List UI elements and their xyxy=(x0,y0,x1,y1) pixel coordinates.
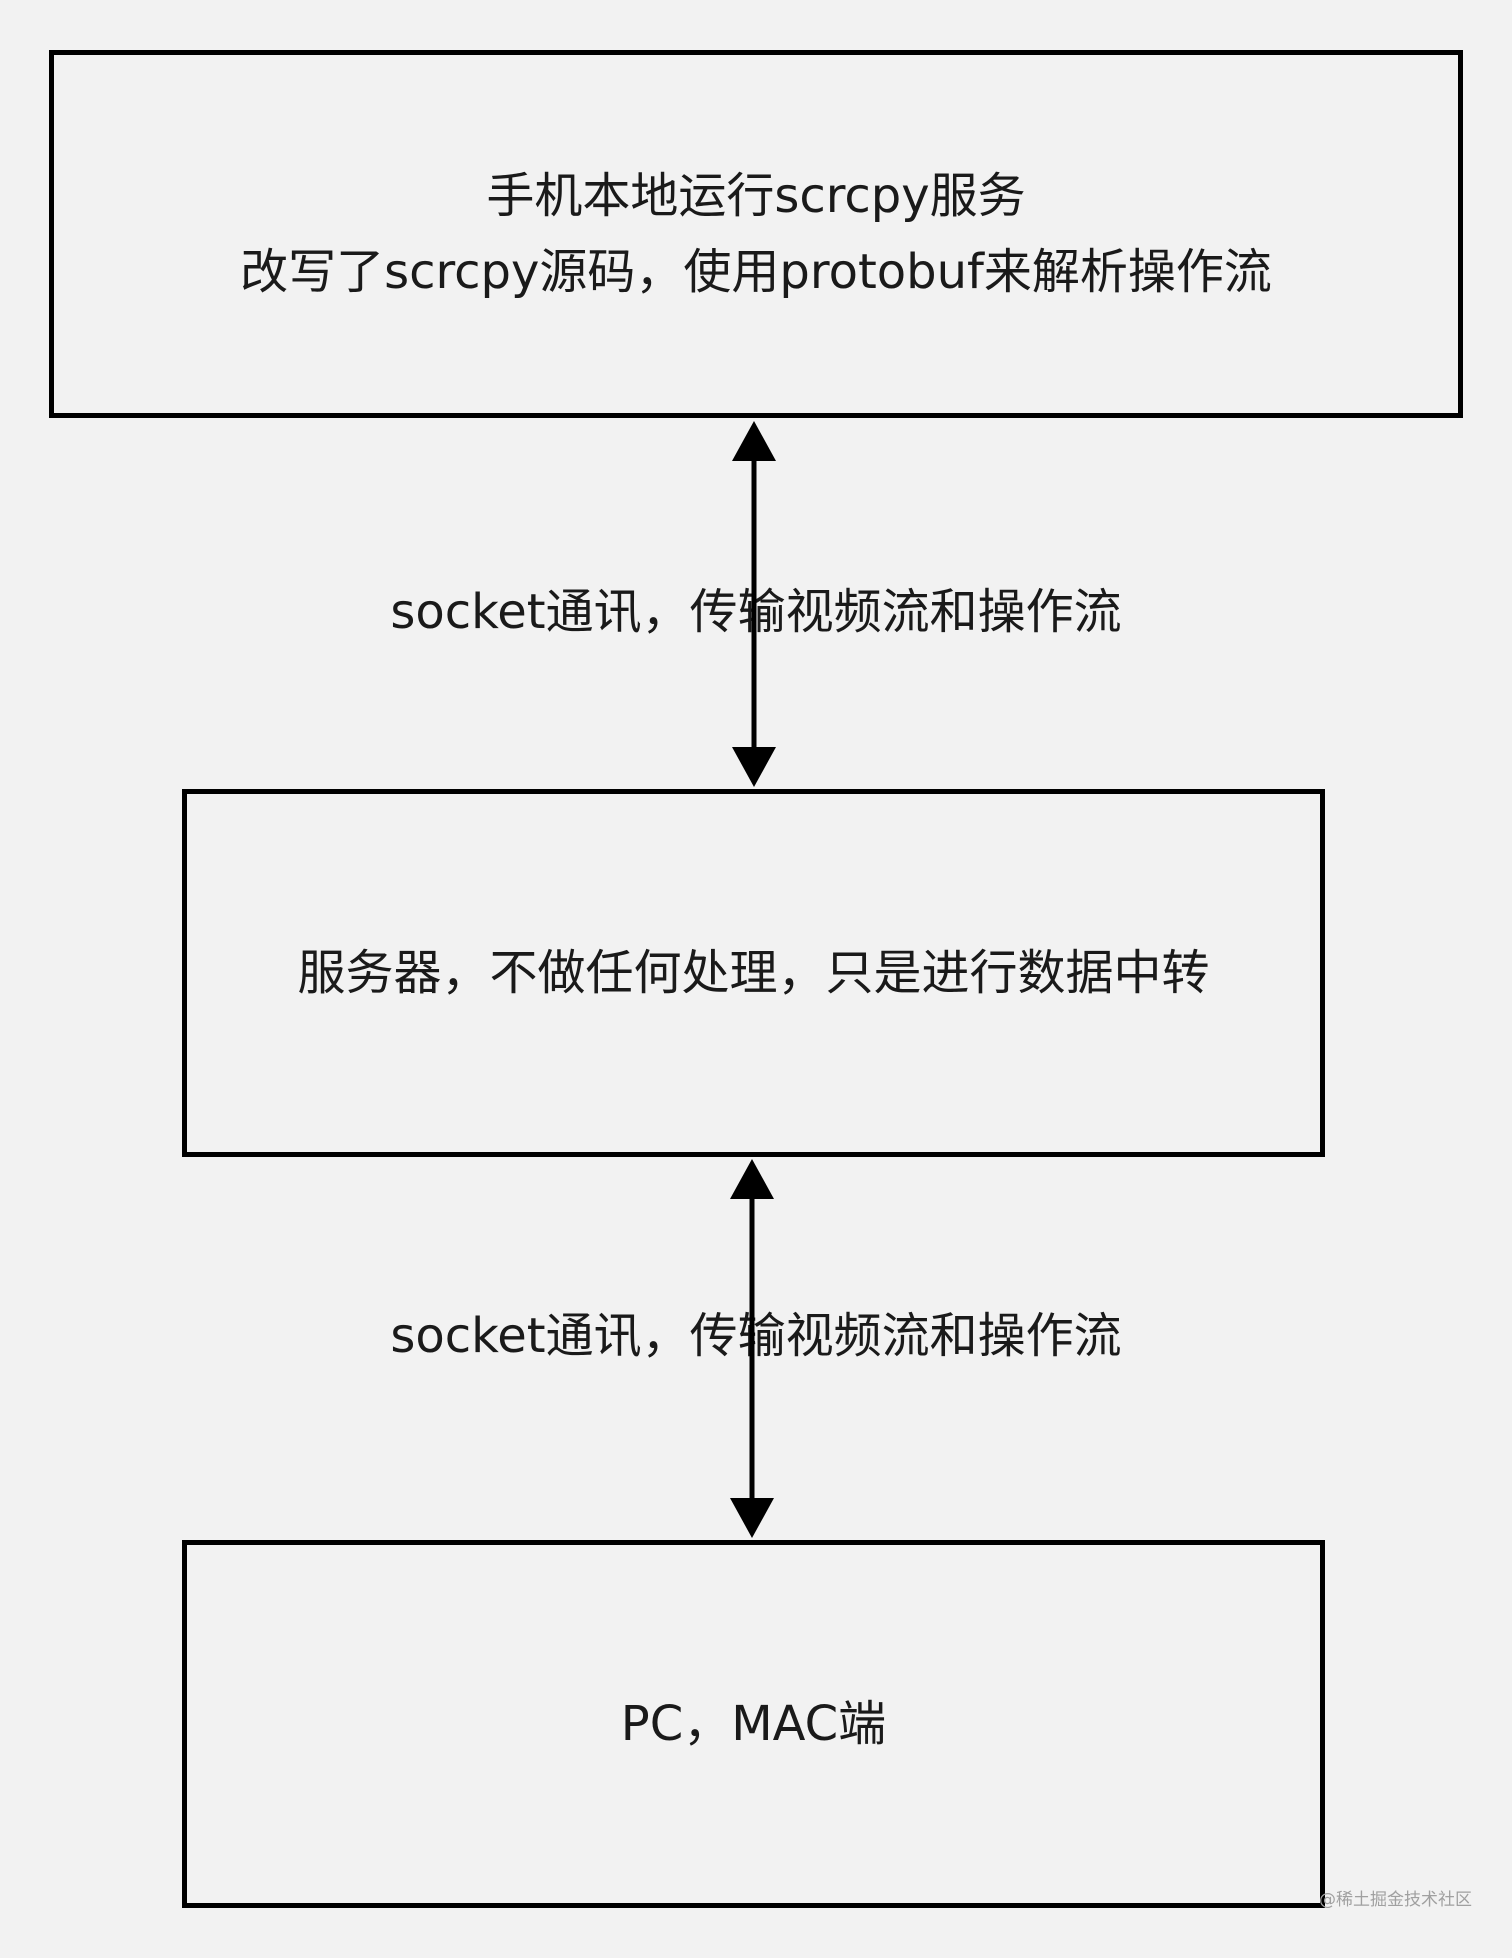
watermark-text: @稀土掘金技术社区 xyxy=(1319,1890,1472,1910)
arrowhead-up-icon xyxy=(732,421,776,461)
relay-server-node: 服务器，不做任何处理，只是进行数据中转 xyxy=(182,789,1325,1157)
node-text-line: 服务器，不做任何处理，只是进行数据中转 xyxy=(297,945,1210,1001)
node-text-line: 手机本地运行scrcpy服务 xyxy=(486,168,1026,224)
node-text-line: 改写了scrcpy源码，使用protobuf来解析操作流 xyxy=(240,244,1272,300)
edge-label: socket通讯，传输视频流和操作流 xyxy=(390,584,1122,640)
arrowhead-down-icon xyxy=(730,1498,774,1538)
arrowhead-down-icon xyxy=(732,747,776,787)
arrowhead-up-icon xyxy=(730,1159,774,1199)
phone-scrcpy-node: 手机本地运行scrcpy服务 改写了scrcpy源码，使用protobuf来解析… xyxy=(49,50,1463,418)
edge-label: socket通讯，传输视频流和操作流 xyxy=(390,1308,1122,1364)
node-text-line: PC，MAC端 xyxy=(620,1696,887,1752)
pc-mac-client-node: PC，MAC端 xyxy=(182,1540,1325,1908)
